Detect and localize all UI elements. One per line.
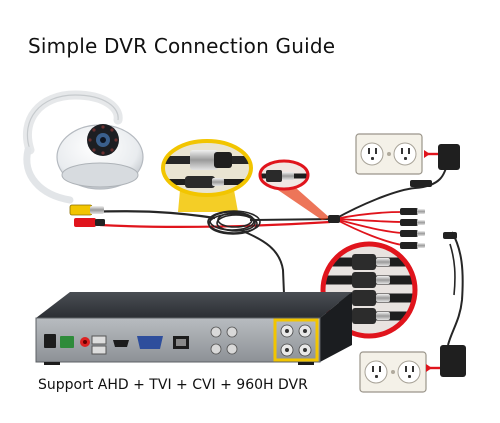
video-cable-to-dvr — [239, 229, 286, 319]
splitter-branches — [334, 211, 403, 246]
power-adapter-icon — [424, 144, 460, 170]
wiring — [87, 159, 464, 346]
power-splitter-icon — [328, 180, 457, 249]
dc-plug-detail — [258, 159, 330, 220]
dvr-recorder-icon — [35, 292, 352, 365]
splitter-detail — [320, 241, 418, 339]
adapter-cable-top — [334, 159, 449, 220]
adapter-cable-bottom — [447, 231, 464, 346]
diagram-title: Simple DVR Connection Guide — [28, 34, 336, 58]
support-caption: Support AHD + TVI + CVI + 960H DVR — [38, 377, 308, 393]
video-cable — [87, 210, 216, 220]
power-outlet-icon — [355, 133, 423, 175]
power-outlet-icon — [359, 351, 427, 393]
power-adapter-icon — [426, 345, 466, 377]
power-cable-camera — [99, 220, 331, 229]
dome-camera-icon — [22, 90, 144, 227]
cable-coil-icon — [207, 210, 261, 235]
bnc-connector-icon — [161, 139, 253, 212]
